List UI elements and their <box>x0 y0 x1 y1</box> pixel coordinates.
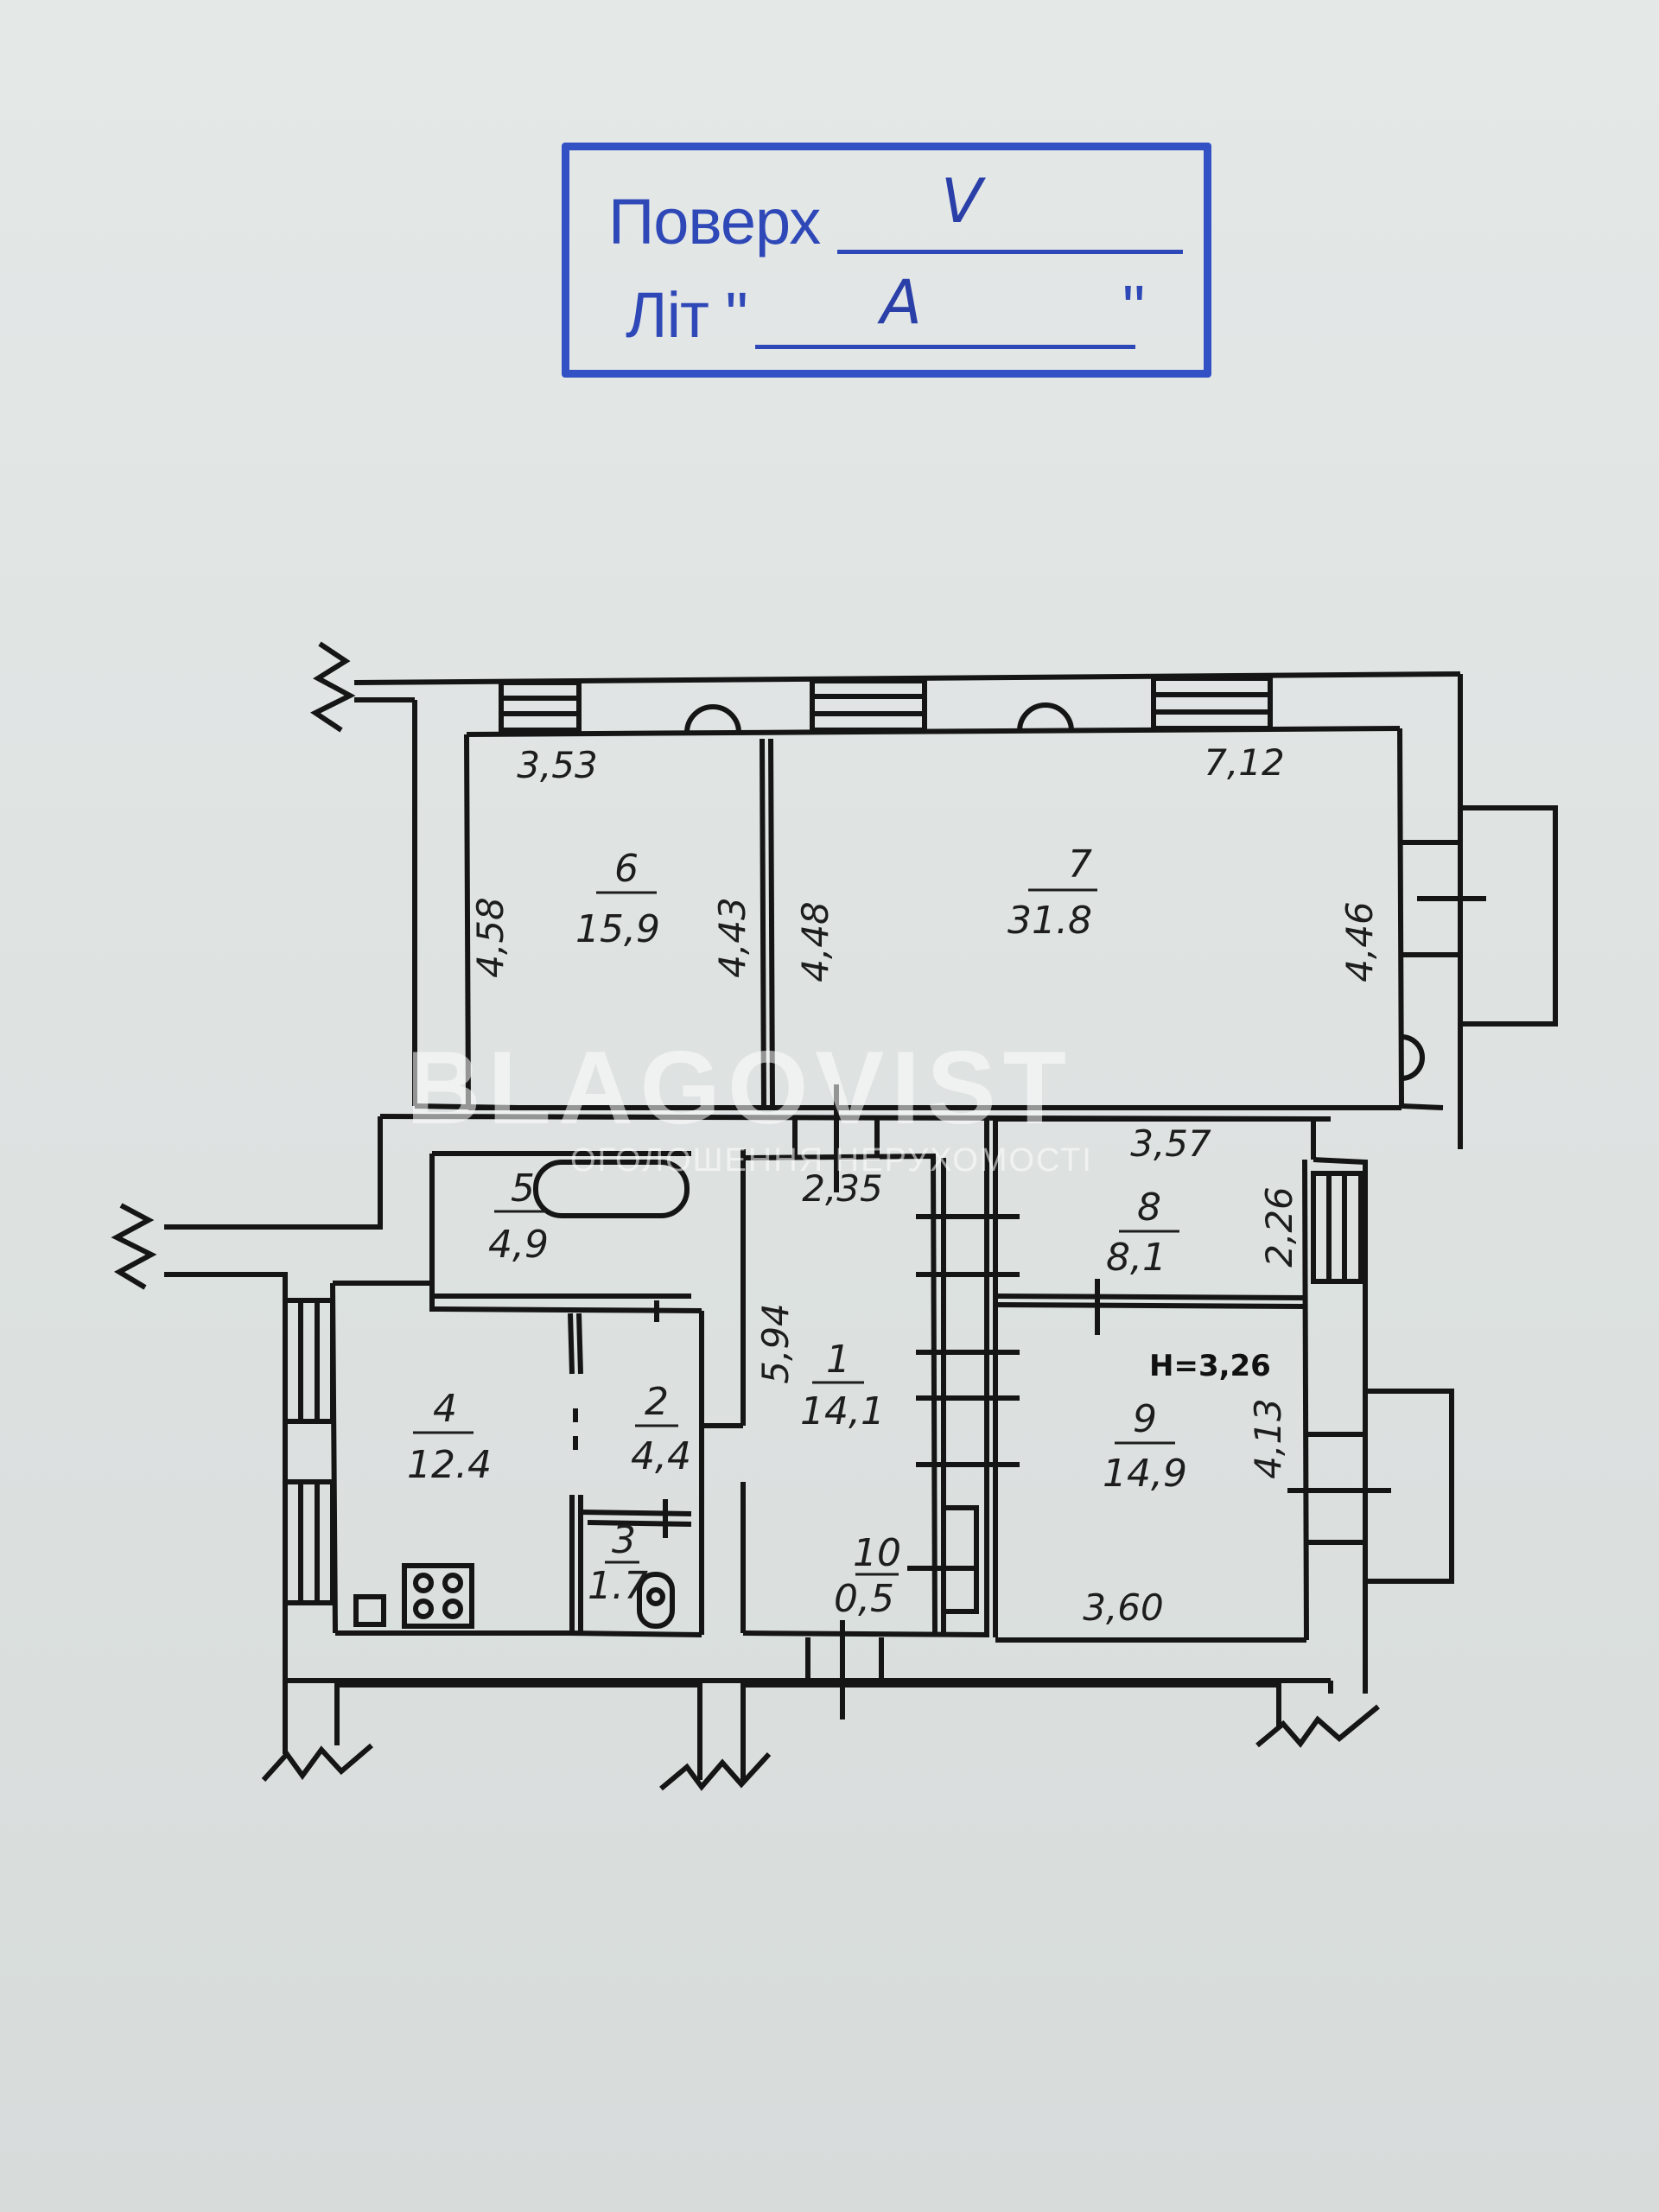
window-north-1 <box>499 680 582 733</box>
room-1-area: 14,1 <box>800 1389 885 1433</box>
dim-room7-height: 4,46 <box>1338 901 1381 982</box>
room-label-bars <box>413 888 1179 1576</box>
niche-room6 <box>684 704 741 734</box>
dim-room1-width: 2,35 <box>802 1167 883 1210</box>
break-mark-sw <box>261 1743 373 1783</box>
dim-room7-left: 4,48 <box>794 901 836 982</box>
ceiling-height-label: H=3,26 <box>1149 1349 1271 1383</box>
break-mark-s <box>659 1751 772 1791</box>
room-1-walls <box>699 1084 1020 1637</box>
room-9-area: 14,9 <box>1103 1452 1187 1496</box>
window-north-2 <box>810 678 927 733</box>
break-mark-se <box>1255 1704 1380 1748</box>
stamp-floor-rule <box>837 250 1183 254</box>
window-west-1 <box>283 1298 335 1424</box>
room-10-number: 10 <box>853 1531 901 1575</box>
room-6-area: 15,9 <box>575 907 660 951</box>
niche-room7-east <box>1401 1034 1425 1081</box>
dim-room1-height: 5,94 <box>754 1303 797 1384</box>
watermark-brand: BLAGOVIST <box>406 1030 1074 1146</box>
dim-room9-height: 4,13 <box>1247 1398 1289 1479</box>
window-west-2 <box>283 1479 335 1605</box>
window-north-3 <box>1151 676 1273 731</box>
room-4-area: 12.4 <box>407 1443 492 1487</box>
stamp-liter-close: " <box>1122 272 1145 344</box>
stamp-liter-label: Літ " <box>626 279 748 351</box>
room-4-walls <box>335 1313 702 1637</box>
watermark-tagline: ОГОЛОШЕННЯ НЕРУХОМОСТІ <box>570 1142 1093 1179</box>
balcony-east-upper <box>1402 805 1558 1027</box>
outer-wall-south <box>283 1620 1333 1780</box>
dim-room6-inner: 4,43 <box>711 897 753 978</box>
dim-room6-height: 4,58 <box>469 897 512 978</box>
room-7-number: 7 <box>1068 842 1092 887</box>
stamp-liter-value: A <box>880 267 922 338</box>
outer-wall-east-lower <box>1287 1157 1454 1694</box>
room-4-number: 4 <box>433 1387 457 1431</box>
stamp-floor-label: Поверх <box>608 186 821 257</box>
room-10-area: 0,5 <box>834 1577 894 1621</box>
break-mark-nw <box>310 641 356 733</box>
room-8-9-walls <box>984 1116 1316 1643</box>
room-1-number: 1 <box>826 1338 850 1382</box>
floor-stamp: Поверх V Літ " A " <box>562 143 1211 378</box>
room-3-area: 1.7 <box>588 1564 648 1608</box>
break-mark-w <box>111 1203 157 1290</box>
room-6-number: 6 <box>614 847 639 891</box>
room-3-number: 3 <box>612 1518 636 1562</box>
niche-room7 <box>1017 702 1074 732</box>
dim-room6-width: 3,53 <box>517 744 598 786</box>
room-2-area: 4,4 <box>631 1434 691 1478</box>
stamp-floor-value: V <box>941 166 982 237</box>
dim-room8-width: 3,57 <box>1130 1122 1211 1165</box>
room-5-number: 5 <box>511 1166 535 1211</box>
room-8-number: 8 <box>1137 1185 1161 1230</box>
dim-room8-height: 2,26 <box>1258 1186 1300 1268</box>
room-8-area: 8,1 <box>1106 1236 1166 1280</box>
partition-6-7 <box>760 738 775 1109</box>
room-9-number: 9 <box>1133 1397 1157 1441</box>
stamp-liter-rule <box>755 345 1135 349</box>
dim-room9-width: 3,60 <box>1083 1586 1164 1629</box>
room-5-area: 4,9 <box>488 1223 549 1267</box>
room-7-area: 31.8 <box>1007 899 1092 943</box>
room-2-number: 2 <box>645 1380 669 1424</box>
dim-room7-width: 7,12 <box>1204 741 1285 784</box>
room-5-walls <box>164 1116 702 1322</box>
